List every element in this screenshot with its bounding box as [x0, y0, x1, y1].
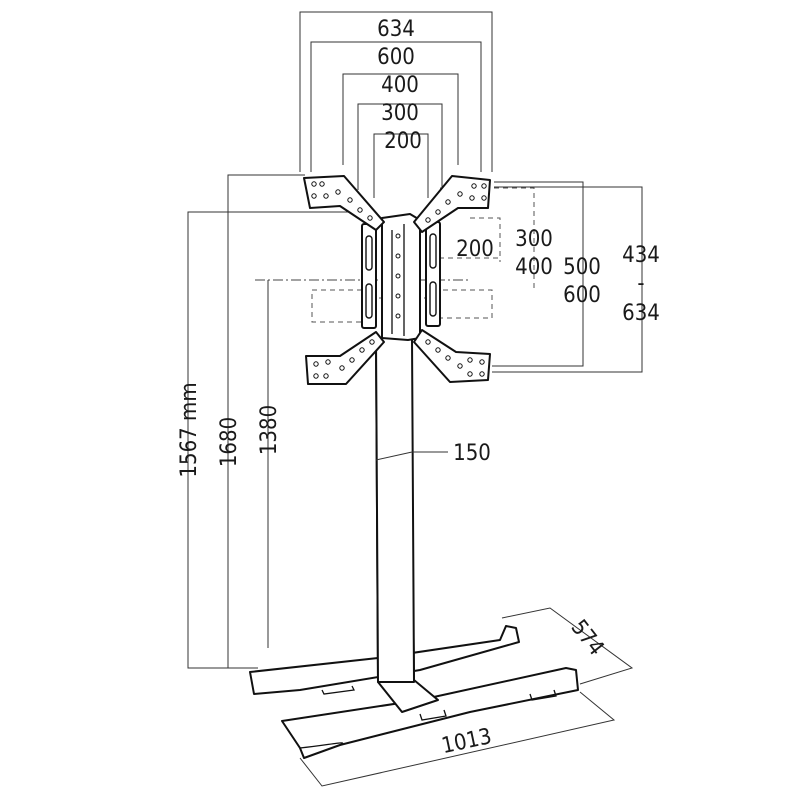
stand-column: 150	[375, 333, 491, 683]
dim-width-400: 400	[381, 73, 419, 98]
arm-bottom-right	[413, 329, 491, 383]
dim-total-height: 1567 mm	[177, 382, 202, 477]
dim-height-range-max: 634	[622, 301, 660, 326]
dim-column-width: 150	[453, 441, 491, 466]
top-width-dimensions: 634 600 400 300 200	[299, 11, 493, 198]
dim-height-1680: 1680	[217, 417, 242, 467]
front-base-bar	[281, 667, 579, 759]
dim-base-depth: 574	[566, 615, 609, 660]
arm-top-right	[413, 175, 491, 233]
vesa-bracket	[303, 175, 491, 385]
dim-vesa-300: 300	[515, 227, 553, 252]
dim-base-width: 1013	[439, 724, 493, 759]
dim-vesa-600: 600	[563, 283, 601, 308]
arm-bottom-left	[305, 331, 385, 385]
right-height-dimensions: 200 300 400 500 600 434 - 634	[430, 181, 660, 373]
dim-vesa-400: 400	[515, 255, 553, 280]
arm-top-left	[303, 175, 385, 231]
dim-width-600: 600	[377, 45, 415, 70]
dim-height-1380: 1380	[257, 405, 282, 455]
dim-height-range-min: 434	[622, 243, 660, 268]
dim-vesa-500: 500	[563, 255, 601, 280]
dim-height-range-separator: -	[637, 271, 644, 296]
dim-width-300: 300	[381, 101, 419, 126]
dim-width-634: 634	[377, 17, 415, 42]
dim-width-200: 200	[384, 129, 422, 154]
dim-vesa-200: 200	[456, 237, 494, 262]
left-height-dimensions: 1567 mm 1680 1380	[177, 174, 470, 669]
